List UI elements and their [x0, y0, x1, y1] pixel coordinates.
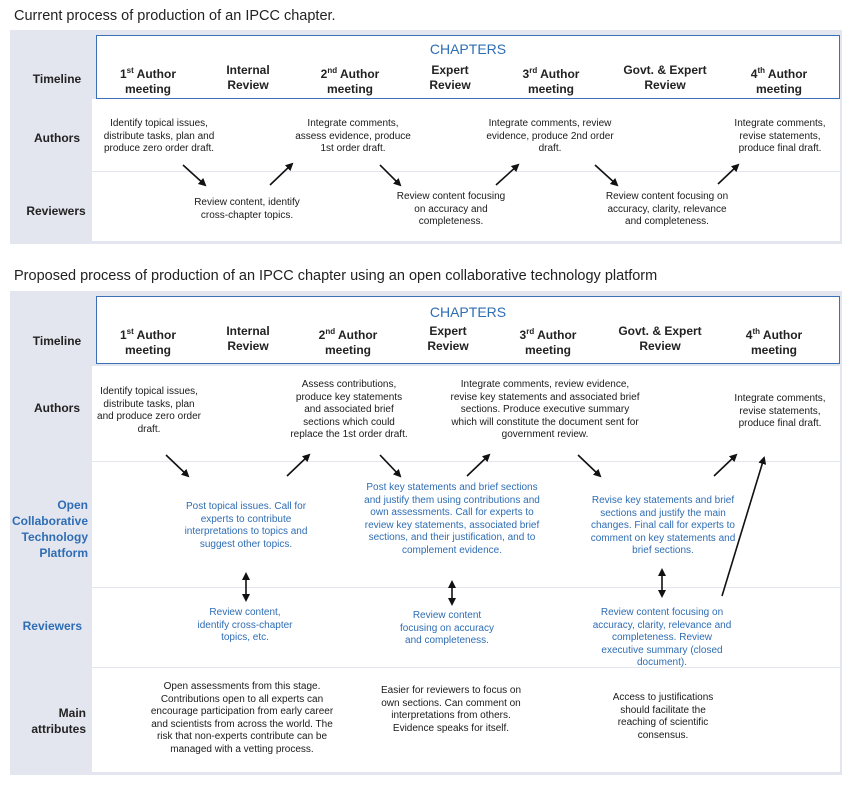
d1-arrow-to-govt-review — [594, 164, 619, 187]
d2-attribute-reviewer-focus: Easier for reviewers to focus on own sec… — [380, 685, 522, 734]
d2-author-step-zero-order: Identify topical issues, distribute task… — [97, 386, 201, 435]
d2-arrow-to-platform-2 — [379, 454, 402, 478]
diagram1-body — [92, 99, 840, 241]
diagram1-row-label-timeline: Timeline — [32, 72, 82, 86]
d2-platform-step-topical-issues: Post topical issues. Call for experts to… — [184, 501, 308, 550]
diagram1-title: Current process of production of an IPCC… — [14, 8, 336, 24]
diagram1-chapters-label: CHAPTERS — [429, 41, 507, 57]
d1-reviewer-step-internal: Review content, identify cross-chapter t… — [194, 197, 300, 221]
diagram2-row-label-authors: Authors — [34, 401, 80, 415]
d2-attribute-justifications: Access to justifications should facilita… — [612, 692, 714, 741]
d1-author-step-first-order: Integrate comments, assess evidence, pro… — [295, 118, 411, 154]
diagram2-row-divider — [92, 667, 840, 668]
d1-author-step-zero-order: Identify topical issues, distribute task… — [103, 118, 215, 154]
diagram2-title: Proposed process of production of an IPC… — [14, 268, 658, 284]
d2-reviewer-step-internal: Review content, identify cross-chapter t… — [197, 607, 293, 643]
d2-reviewer-step-govt-expert: Review content focusing on accuracy, cla… — [592, 607, 732, 668]
d2-author-step-key-statements: Assess contributions, produce key statem… — [290, 379, 408, 440]
diagram2-timeline-header: CHAPTERS — [96, 296, 840, 364]
d2-arrow-to-platform-1 — [165, 454, 190, 478]
diagram2-body — [92, 366, 840, 772]
diagram2-row-label-reviewers: Reviewers — [22, 619, 82, 633]
diagram1-row-divider — [92, 171, 840, 172]
d2-attribute-open-assessments: Open assessments from this stage. Contri… — [150, 681, 334, 755]
d2-arrow-to-2nd-meeting — [286, 453, 311, 477]
d1-reviewer-step-expert: Review content focusing on accuracy and … — [396, 191, 506, 227]
d2-author-step-executive-summary: Integrate comments, review evidence, rev… — [450, 379, 640, 440]
d1-author-step-final: Integrate comments, revise statements, p… — [734, 118, 826, 154]
d1-arrow-to-4th-meeting — [717, 163, 740, 185]
d2-platform-step-key-statements: Post key statements and brief sections a… — [364, 482, 540, 556]
d1-arrow-to-expert-review — [379, 164, 402, 187]
diagram1-row-label-reviewers: Reviewers — [26, 204, 86, 218]
d1-reviewer-step-govt-expert: Review content focusing on accuracy, cla… — [605, 191, 729, 227]
d1-arrow-to-internal-review — [182, 164, 207, 187]
diagram1-timeline-header: CHAPTERS — [96, 35, 840, 99]
d2-arrow-to-3rd-meeting — [466, 453, 491, 477]
diagram2-row-divider — [92, 587, 840, 588]
diagram2-chapters-label: CHAPTERS — [429, 304, 507, 320]
d2-arrow-reviewers-to-final — [721, 456, 767, 597]
diagram1-row-label-authors: Authors — [34, 131, 80, 145]
d2-reviewer-step-expert: Review content focusing on accuracy and … — [400, 610, 494, 646]
diagram2-row-label-timeline: Timeline — [32, 334, 82, 348]
d2-platform-step-revise: Revise key statements and brief sections… — [590, 495, 736, 556]
d2-arrow-to-4th-meeting — [713, 453, 738, 477]
d1-author-step-second-order: Integrate comments, review evidence, pro… — [486, 118, 614, 154]
d2-author-step-final: Integrate comments, revise statements, p… — [734, 393, 826, 429]
diagram2-row-divider — [92, 461, 840, 462]
d1-arrow-to-3rd-meeting — [495, 163, 520, 186]
d1-arrow-to-2nd-meeting — [269, 162, 294, 186]
d2-arrow-to-platform-3 — [577, 454, 602, 478]
